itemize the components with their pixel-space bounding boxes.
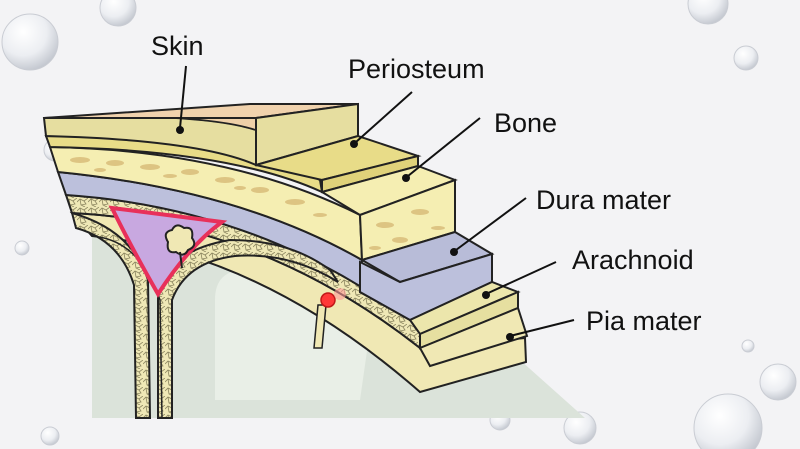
granulation-stalk [179,251,183,269]
droplet [1,13,59,71]
droplet [40,426,60,446]
droplet [14,240,30,256]
droplet [733,45,759,71]
periosteum-dot [350,140,358,148]
pia-mater-dot [506,333,514,341]
arachnoid-leader [485,261,557,295]
droplet [759,363,797,401]
bone-dot [402,174,410,182]
blood-vessel-glow [334,288,346,300]
superior-sagittal-sinus [108,205,228,298]
pia-block-top [418,306,529,368]
droplet [687,0,729,25]
droplet [741,339,755,353]
blood-vessel [320,292,336,308]
pia-mater-leader [509,319,575,337]
dura-mater-dot [450,248,458,256]
label-arachnoid: Arachnoid [572,245,694,275]
label-dura-mater: Dura mater [536,185,671,215]
dura-mater-leader [455,197,527,251]
arachnoid-dot [482,291,490,299]
leader-lines [179,65,575,337]
inner-arch-mid [157,238,339,419]
droplet [99,0,137,27]
label-bone: Bone [494,108,557,138]
bone-block-spots [369,209,445,250]
leader-dots [176,126,514,341]
bone-spots [70,157,327,217]
droplet [563,411,597,445]
skin-leader [179,65,187,129]
label-skin: Skin [151,31,204,61]
label-pia-mater: Pia mater [586,306,702,336]
arachnoid-granulation [164,224,196,256]
skin-dot [176,126,184,134]
droplet [693,393,763,449]
label-periosteum: Periosteum [348,54,485,84]
bone-leader [407,117,481,177]
periosteum-leader [355,91,413,143]
